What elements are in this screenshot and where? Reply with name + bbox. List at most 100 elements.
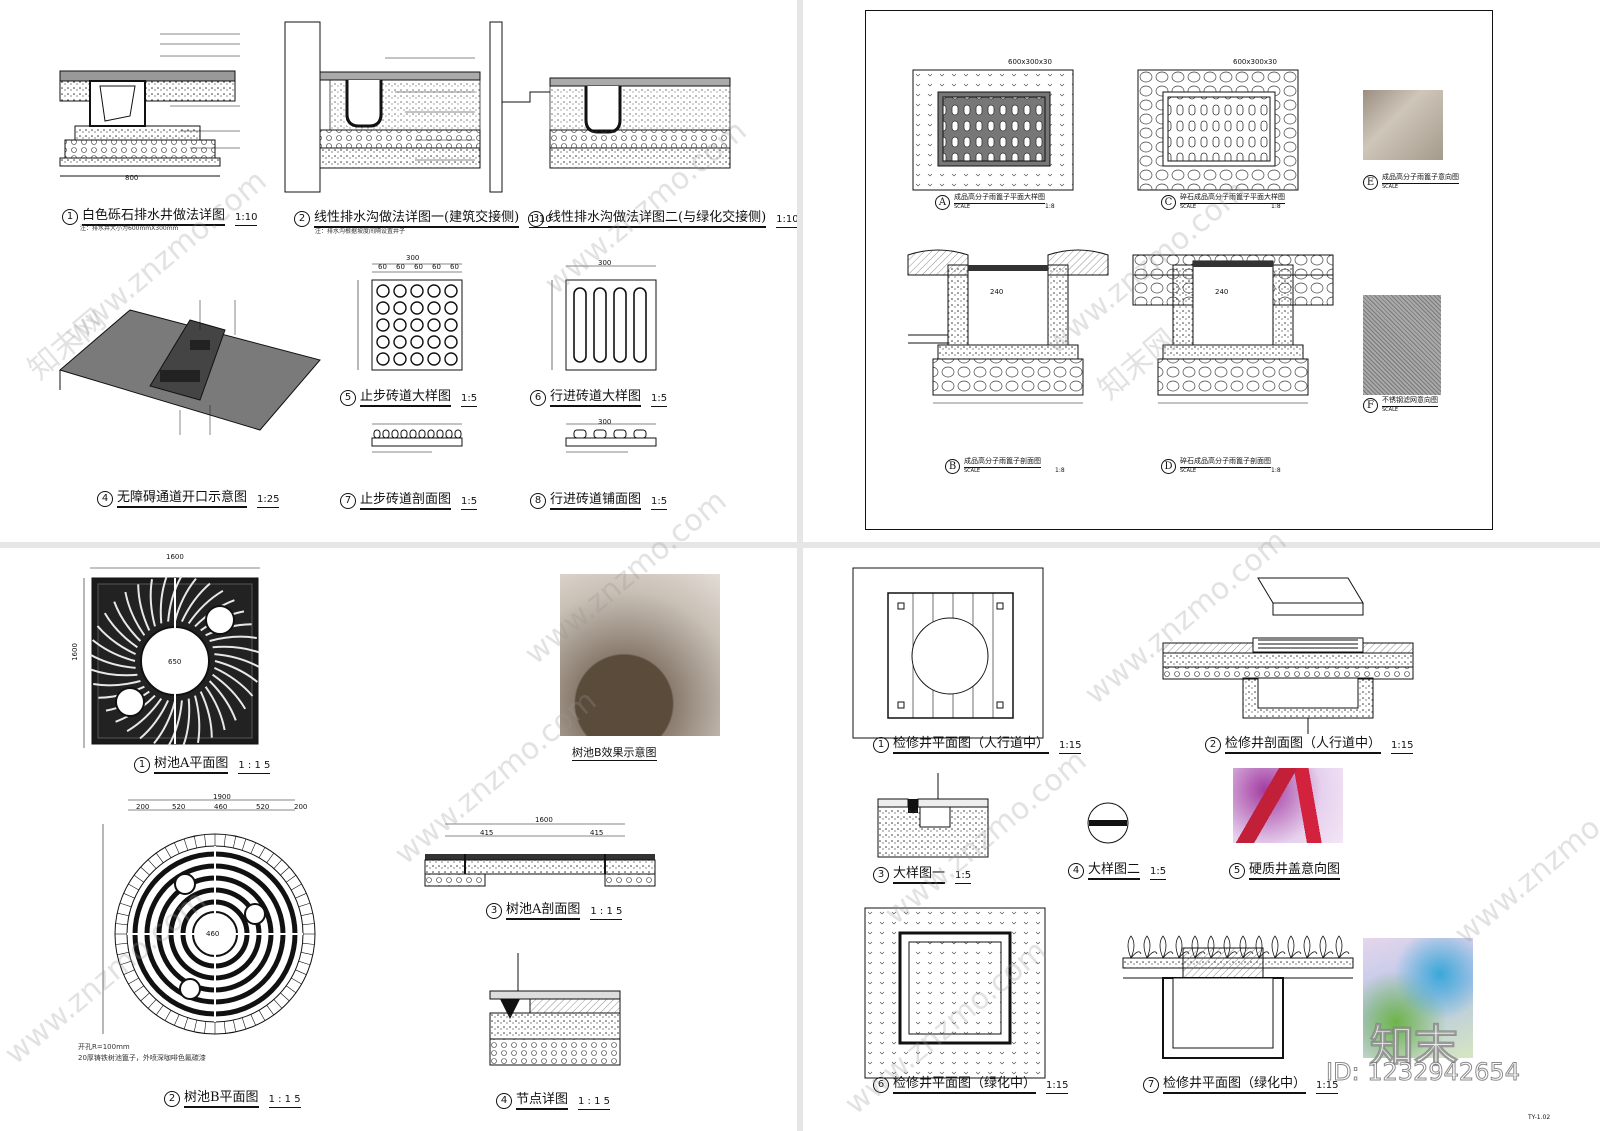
tree-pit-a-section-dim: 1600	[535, 816, 553, 824]
caption-title: 不锈钢滤网意向图	[1382, 395, 1438, 407]
grate-section-d	[1132, 254, 1334, 404]
caption-scale: 1:5	[461, 496, 478, 510]
guide-tile-plan	[551, 265, 657, 371]
caption-fig5: 5 止步砖道大样图 1:5	[340, 385, 478, 407]
caption-title: 成品高分子雨篦子平面大样图	[954, 192, 1045, 204]
caption-tree-fig3: 3 树池A剖面图 1 : 1 5	[486, 898, 623, 920]
detail-two	[1087, 802, 1129, 844]
caption-scale: 1:5	[1150, 866, 1167, 880]
caption-scale: 1:25	[257, 494, 280, 508]
planting-cover-photo	[1363, 938, 1473, 1058]
caption-scale-value: 1:8	[1045, 203, 1055, 210]
caption-title: 树池B平面图	[184, 1086, 259, 1108]
caption-letter: E	[1363, 175, 1378, 190]
id-watermark: ID: 1232942654	[1326, 1058, 1521, 1087]
tree-pit-photo-caption: 树池B效果示意图	[572, 746, 657, 761]
caption-fig1: 1 白色砾石排水井做法详图 1:10	[62, 204, 258, 226]
grate-plan-c	[1137, 69, 1299, 191]
caption-title: 大样图二	[1088, 858, 1141, 880]
caption-scale: 1:15	[1059, 740, 1082, 754]
caption-title: 止步砖道大样图	[360, 385, 452, 407]
tree-pit-a-width: 1600	[166, 553, 184, 561]
caption-letter: A	[935, 195, 950, 210]
guide-tile-section	[565, 423, 657, 453]
caption-number: 1	[873, 737, 889, 753]
linear-drain-section-planting	[489, 21, 731, 193]
caption-tree-fig2: 2 树池B平面图 1 : 1 5	[164, 1086, 301, 1108]
caption-scale: SCALE	[1382, 184, 1399, 190]
caption-number: 1	[134, 757, 150, 773]
sheet-tree-pit-details: 1600 1600 650 1 树池A平面图 1 : 1 5 树池B效果示意图 …	[0, 548, 797, 1131]
stop-tile-plan	[357, 263, 463, 371]
caption-title: 节点详图	[516, 1088, 569, 1110]
tree-pit-a-plan	[83, 567, 261, 748]
caption-number: 2	[1205, 737, 1221, 753]
caption-number: 6	[873, 1077, 889, 1093]
grate-b-dim: 240	[990, 288, 1004, 296]
caption-number: 3	[486, 903, 502, 919]
caption-letter: F	[1363, 398, 1378, 413]
caption-title: 行进砖道铺面图	[550, 488, 642, 510]
caption-scale-value: 1:8	[1271, 203, 1281, 210]
caption-scale: 1:5	[955, 870, 972, 884]
vertical-divider	[797, 0, 803, 1131]
tree-pit-b-seg-5: 200	[294, 803, 308, 811]
stop-tile-dim-4: 60	[432, 263, 441, 271]
linear-drain-section-building	[284, 21, 481, 193]
caption-scale-value: 1:8	[1055, 467, 1065, 474]
fig1-note: 注：排水井大小为600mmX300mm	[80, 225, 179, 232]
stop-tile-dim-3: 60	[414, 263, 423, 271]
manhole-section-sidewalk	[1162, 577, 1414, 734]
tree-pit-b-seg-4: 520	[256, 803, 270, 811]
caption-scale: 1:15	[1046, 1080, 1069, 1094]
caption-title: 检修井平面图（绿化中）	[893, 1072, 1037, 1094]
stop-tile-dim-1: 60	[378, 263, 387, 271]
sheet-manhole-details: 1 检修井平面图（人行道中） 1:15 2 检修井剖面图（人行道中） 1:15 …	[803, 548, 1600, 1131]
accessible-ramp-axonometric	[58, 300, 321, 435]
caption-letter: C	[1161, 195, 1176, 210]
caption-fig3: 3 线性排水沟做法详图二(与绿化交接侧) 1:10	[528, 206, 797, 228]
tree-pit-b-hole: 460	[206, 930, 220, 938]
grate-photo-e	[1363, 90, 1443, 160]
caption-scale: 1:15	[1316, 1080, 1339, 1094]
caption-fig7: 7 止步砖道剖面图 1:5	[340, 488, 478, 510]
caption-scale: SCALE	[1180, 204, 1197, 210]
caption-fig4: 4 无障碍通道开口示意图 1:25	[97, 486, 280, 508]
caption-scale: 1:10	[776, 214, 797, 228]
caption-scale: 1:10	[235, 212, 258, 226]
caption-scale: 1 : 1 5	[238, 760, 271, 774]
caption-scale: 1 : 1 5	[578, 1096, 611, 1110]
stop-tile-dim-5: 60	[450, 263, 459, 271]
caption-number: 1	[62, 209, 78, 225]
caption-manhole-fig4: 4 大样图二 1:5	[1068, 858, 1167, 880]
caption-title: 检修井平面图（绿化中）	[1163, 1072, 1307, 1094]
fig1-dim: 800	[125, 174, 139, 182]
caption-tree-fig1: 1 树池A平面图 1 : 1 5	[134, 752, 271, 774]
tree-pit-a-hole: 650	[168, 658, 182, 666]
caption-title: 树池A平面图	[154, 752, 229, 774]
caption-manhole-fig2: 2 检修井剖面图（人行道中） 1:15	[1205, 732, 1414, 754]
grate-plan-a	[912, 69, 1074, 191]
caption-title: 线性排水沟做法详图二(与绿化交接侧)	[548, 206, 767, 228]
caption-title: 白色砾石排水井做法详图	[82, 204, 226, 226]
caption-scale: 1:15	[1391, 740, 1414, 754]
grate-c-dim: 600x300x30	[1233, 58, 1277, 66]
caption-title: 成品高分子雨篦子意向图	[1382, 172, 1459, 184]
caption-number: 7	[1143, 1077, 1159, 1093]
caption-letter: B	[945, 459, 960, 474]
caption-number: 6	[530, 390, 546, 406]
caption-number: 8	[530, 493, 546, 509]
caption-number: 2	[294, 211, 310, 227]
tree-pit-b-note-1: 开孔R=100mm	[78, 1043, 130, 1051]
caption-manhole-fig5: 5 硬质井盖意向图	[1229, 858, 1341, 880]
caption-scale: 1 : 1 5	[590, 906, 623, 920]
stop-tile-dim-2: 60	[396, 263, 405, 271]
manhole-section-planting	[1122, 935, 1354, 1059]
mesh-photo-f	[1363, 295, 1441, 395]
tree-pit-node-detail	[489, 953, 621, 1066]
tree-pit-a-section	[424, 823, 656, 887]
